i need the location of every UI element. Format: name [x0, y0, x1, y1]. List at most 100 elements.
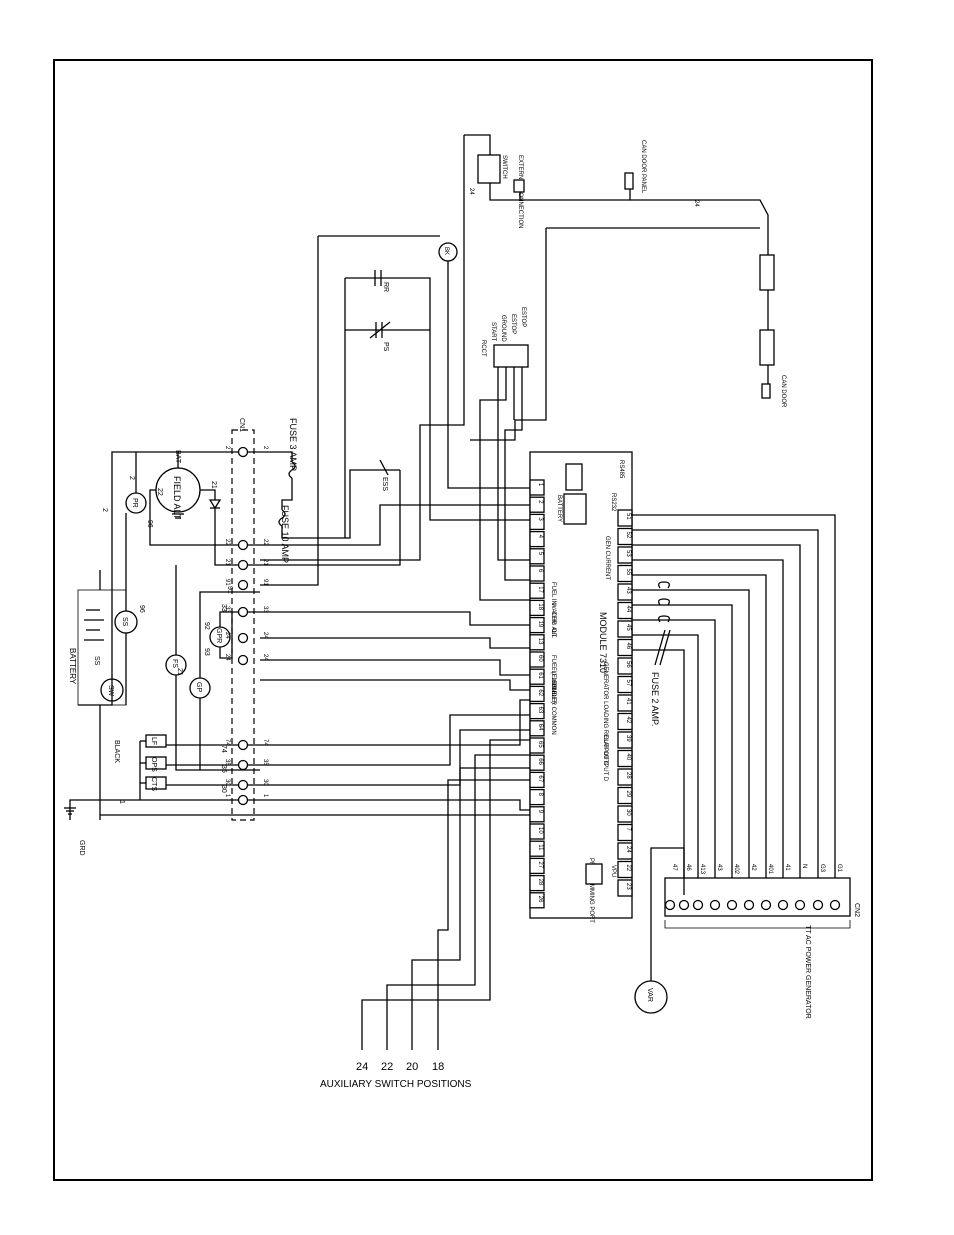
ops-label: OPS — [150, 757, 157, 772]
cn2-wire-label: 413 — [699, 864, 705, 875]
cn1-pin — [237, 446, 249, 458]
cn1-label: CN1 — [238, 418, 245, 432]
ss-label: SS — [93, 656, 100, 666]
module-body — [529, 451, 633, 919]
module-7310: RS485 RS232 BATTERY GEN CURRENT MODULE 7… — [529, 451, 633, 923]
cn2-pin — [678, 899, 690, 911]
module-left-terminal-label: 1 — [537, 483, 543, 487]
wire-24-can: 24 — [693, 200, 699, 207]
wire-24-top: 24 — [468, 188, 474, 195]
module-left-terminal-label: 9 — [537, 810, 543, 814]
gp-label: GP — [195, 682, 202, 692]
module-left-terminal — [529, 479, 545, 496]
module-right-terminal-label: 7 — [625, 828, 631, 832]
module-left-terminal — [529, 513, 545, 531]
module-left-terminal — [529, 565, 545, 582]
cn2-pin — [692, 899, 704, 911]
module-left-terminal — [529, 754, 545, 771]
module-left-terminal-label: 3 — [537, 517, 543, 521]
module-left-terminal — [529, 720, 545, 737]
cn1-right-wire-label: 74 — [262, 739, 268, 746]
module-right-terminal-label: 42 — [625, 717, 631, 724]
module-left-terminal — [529, 599, 545, 617]
module-left-terminal-label: 65 — [537, 741, 543, 748]
module-left-terminal-label: 13 — [537, 638, 543, 645]
rs485-label: RS485 — [618, 460, 624, 479]
cn1-left-wire-label: 30 — [224, 779, 230, 786]
rcct-block: RCCT START GROUND ESTOP ESTOP — [479, 307, 530, 601]
cn2-wire-label: G1 — [836, 864, 842, 873]
cn2-wire — [632, 574, 767, 900]
wire-2a-label: 2 — [128, 476, 135, 480]
fuse-3amp — [288, 461, 296, 479]
cn1-pin — [237, 654, 249, 666]
cn2-wire-label: 401 — [767, 864, 773, 875]
var-sensor: VAR — [634, 847, 685, 1014]
wire-92-label: 92 — [203, 622, 210, 630]
module-right-terminal — [617, 694, 633, 712]
tt-gen-label: TT AC POWER GENERATOR — [804, 925, 811, 1019]
cn1-right-wire-label: 1 — [262, 794, 268, 798]
module-right-terminal — [617, 601, 633, 620]
cn2-pin — [743, 899, 755, 911]
cn2-wire — [632, 559, 784, 900]
module-right-terminal — [617, 731, 633, 749]
rcct-estop2-label: ESTOP — [520, 307, 526, 327]
cn1-pin — [237, 559, 249, 571]
flexible-label: FLEXIBLE — [550, 667, 556, 695]
module-left-terminal-label: 61 — [537, 672, 543, 679]
chg-alt-label: CHG ALT — [550, 612, 556, 638]
cn1-pin — [237, 739, 249, 751]
fuse-2amp-group: FUSE 2 AMP. — [650, 581, 671, 726]
module-right-terminal-label: 55 — [625, 569, 631, 576]
cn1-left-wire-label: 2 — [224, 446, 230, 450]
rs232-label: RS232 — [610, 493, 616, 512]
module-label: MODULE 7310 — [598, 612, 608, 673]
cn1-left-wire-label: 22 — [224, 539, 230, 546]
cn1-left-wire-label: 24 — [224, 632, 230, 639]
programming-port[interactable] — [585, 863, 603, 885]
cts-label: CTS — [150, 777, 157, 791]
module-right-terminal — [617, 786, 633, 805]
can-door-label: CAN DOOR — [780, 375, 786, 408]
module-left-terminal-label: 67 — [537, 775, 543, 782]
module-left-terminal — [529, 582, 545, 599]
wire-93-label: 93 — [203, 648, 210, 656]
gen-current-label: GEN CURRENT — [604, 536, 610, 580]
oil-label: OIL — [550, 628, 556, 638]
cn1-right-wire-label: 35 — [262, 759, 268, 766]
grd-label: GRD — [78, 840, 85, 856]
can-door-wiring: CAN DOOR PANEL CAN DOOR 24 — [470, 140, 786, 441]
module-right-terminal — [617, 860, 633, 879]
cn1-right-wire-label: 91 — [262, 579, 268, 586]
cn2-pin — [760, 899, 772, 911]
wire-33-label: 33 — [220, 604, 227, 612]
module-left-terminal — [529, 737, 545, 754]
cn1-right-wire-label: 33 — [262, 606, 268, 613]
cn2-pin — [726, 899, 738, 911]
black-label: BLACK — [113, 740, 120, 763]
bk-label: BK — [443, 247, 449, 255]
vpu-label: VPU — [610, 865, 616, 877]
module-right-terminal-label: 53 — [625, 550, 631, 557]
fuse-10amp-label: FUSE 10 AMP — [280, 505, 290, 563]
cn2-label: CN2 — [853, 903, 860, 917]
ess-switch — [379, 459, 389, 476]
module-left-terminal-label: 10 — [537, 827, 543, 834]
module-right-terminal-label: 45 — [625, 624, 631, 631]
sender-group: GPR FS GP 91 92 93 21 33 LF OPS CTS 74 3… — [100, 565, 260, 816]
cn2-wire-label: 402 — [733, 864, 739, 875]
cn1-left-wire-label: 21 — [224, 559, 230, 566]
aux-pos-18: 18 — [432, 1061, 444, 1073]
rcct-ground-label: GROUND — [500, 315, 506, 342]
cn1-pin — [237, 579, 249, 591]
module-right-terminal — [617, 583, 633, 601]
cn1-pin — [237, 632, 249, 644]
wire-91-label: 91 — [226, 586, 233, 594]
cn1-module-wires — [260, 470, 530, 816]
aux-switch: 24 22 20 18 AUXILIARY SWITCH POSITIONS — [320, 739, 530, 1090]
page-border — [53, 59, 873, 1181]
module-right-terminal — [617, 638, 633, 657]
module-left-terminal — [529, 685, 545, 703]
